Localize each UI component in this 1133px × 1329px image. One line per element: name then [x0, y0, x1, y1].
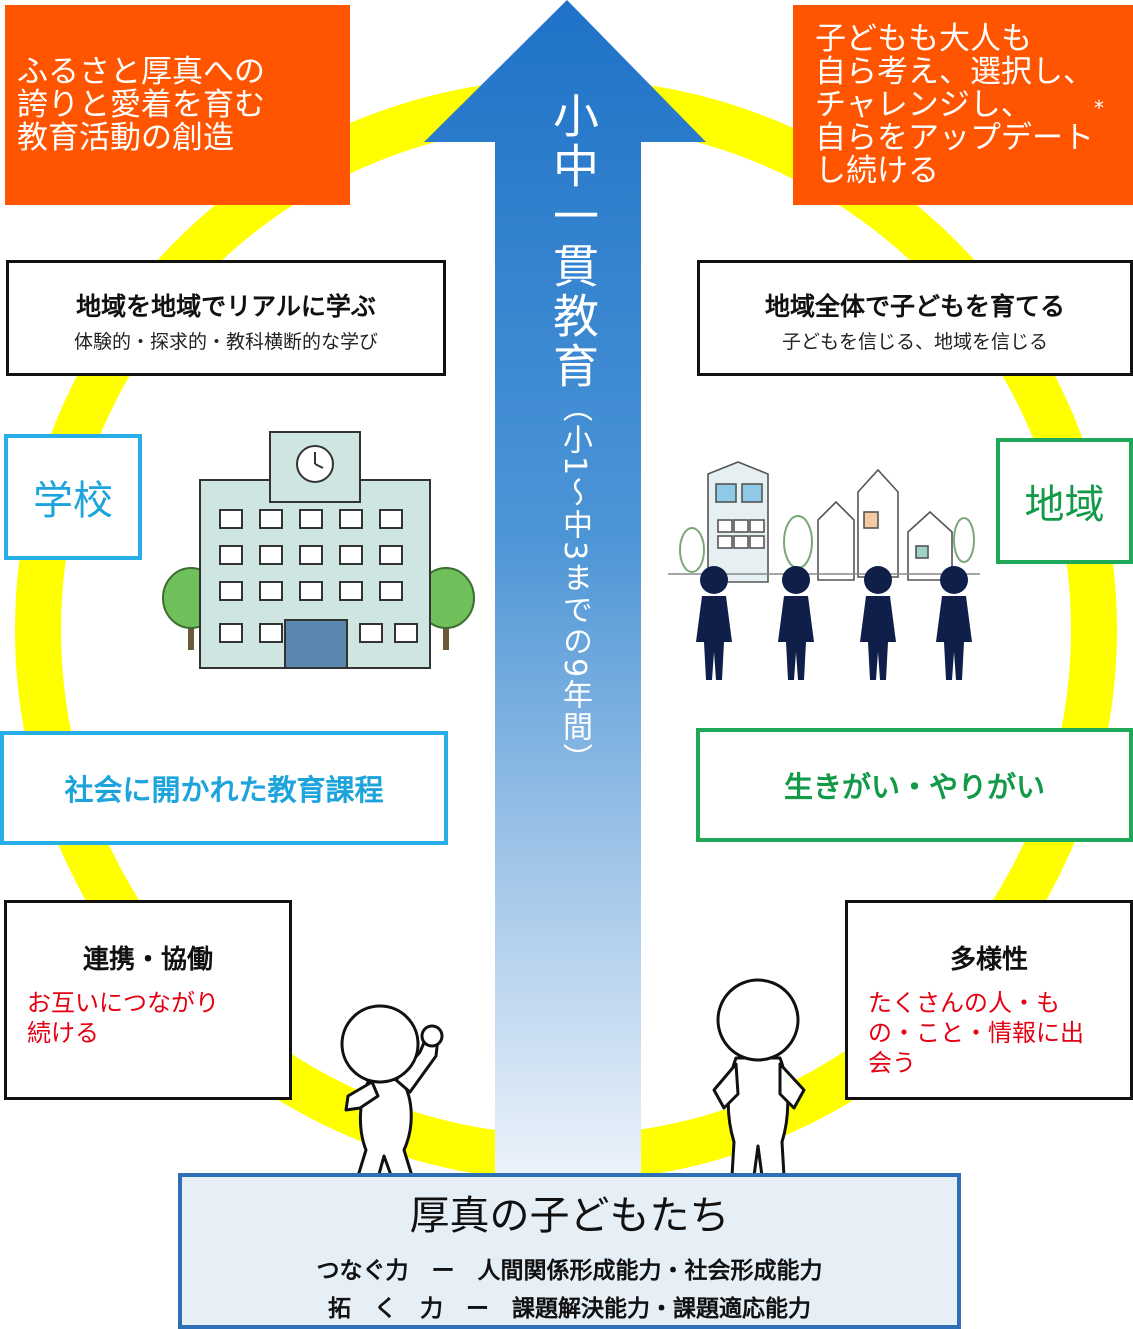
goal-right-line: 自ら考え、選択し、: [815, 53, 1094, 90]
cooperation-box: 連携・協働 お互いにつながり 続ける: [4, 900, 292, 1100]
children-box: 厚真の子どもたち つなぐ力 ー 人間関係形成能力・社会形成能力 拓 く 力 ー …: [178, 1173, 961, 1329]
town-illustration: [668, 461, 980, 680]
goal-right-line: 自らをアップデート: [815, 119, 1094, 156]
diversity-line: 会う: [868, 1049, 916, 1077]
goal-left-line: ふるさと厚真への: [17, 53, 265, 90]
curriculum-box: 社会に開かれた教育課程: [0, 731, 448, 845]
child-figure-right: [712, 978, 806, 1178]
diversity-title: 多様性: [949, 945, 1028, 975]
goal-left-line: 誇りと愛着を育む: [17, 86, 265, 123]
arrow-title: 小中一貫教育: [546, 92, 600, 392]
cooperation-line: 続ける: [27, 1019, 99, 1047]
goal-right-line: し続ける: [815, 152, 939, 189]
goal-right-mark: *: [1094, 96, 1104, 120]
children-title: 厚真の子どもたち: [409, 1193, 730, 1239]
person-icon: [860, 566, 896, 680]
person-icon: [778, 566, 814, 680]
person-icon: [936, 566, 972, 680]
goal-right-box: 子どもも大人も 自ら考え、選択し、 チャレンジし、 自らをアップデート し続ける: [793, 5, 1133, 205]
goal-left-line: 教育活動の創造: [17, 119, 234, 156]
diversity-line: たくさんの人・も: [868, 989, 1060, 1017]
raising-subtitle: 子どもを信じる、地域を信じる: [781, 331, 1048, 353]
goal-right-line: 子どもも大人も: [815, 20, 1032, 57]
cooperation-title: 連携・協働: [82, 945, 213, 975]
cooperation-line: お互いにつながり: [27, 989, 219, 1017]
children-line-1: つなぐ力 ー 人間関係形成能力・社会形成能力: [316, 1258, 823, 1284]
diversity-box: 多様性 たくさんの人・も の・こと・情報に出 会う: [845, 900, 1133, 1100]
arrow-subtitle: （小1～中3までの9年間）: [557, 392, 592, 776]
school-label: 学校: [4, 434, 142, 560]
learning-box: 地域を地域でリアルに学ぶ 体験的・探求的・教科横断的な学び: [6, 260, 446, 376]
fulfillment-box: 生きがい・やりがい: [696, 728, 1133, 842]
community-label: 地域: [996, 438, 1133, 564]
fulfillment-text: 生きがい・やりがい: [783, 770, 1045, 804]
learning-subtitle: 体験的・探求的・教科横断的な学び: [73, 331, 378, 353]
curriculum-text: 社会に開かれた教育課程: [64, 773, 384, 807]
learning-title: 地域を地域でリアルに学ぶ: [76, 292, 376, 321]
person-icon: [696, 566, 732, 680]
raising-title: 地域全体で子どもを育てる: [764, 292, 1065, 321]
goal-left-box: ふるさと厚真への 誇りと愛着を育む 教育活動の創造: [5, 5, 350, 205]
diversity-line: の・こと・情報に出: [868, 1019, 1084, 1047]
children-line-2: 拓 く 力 ー 課題解決能力・課題適応能力: [328, 1296, 811, 1322]
child-figure-left: [340, 1004, 444, 1180]
raising-box: 地域全体で子どもを育てる 子どもを信じる、地域を信じる: [697, 260, 1133, 376]
school-building-illustration: [162, 431, 475, 669]
school-label-text: 学校: [33, 478, 113, 524]
community-label-text: 地域: [1024, 482, 1105, 528]
goal-right-line: チャレンジし、: [815, 86, 1032, 123]
